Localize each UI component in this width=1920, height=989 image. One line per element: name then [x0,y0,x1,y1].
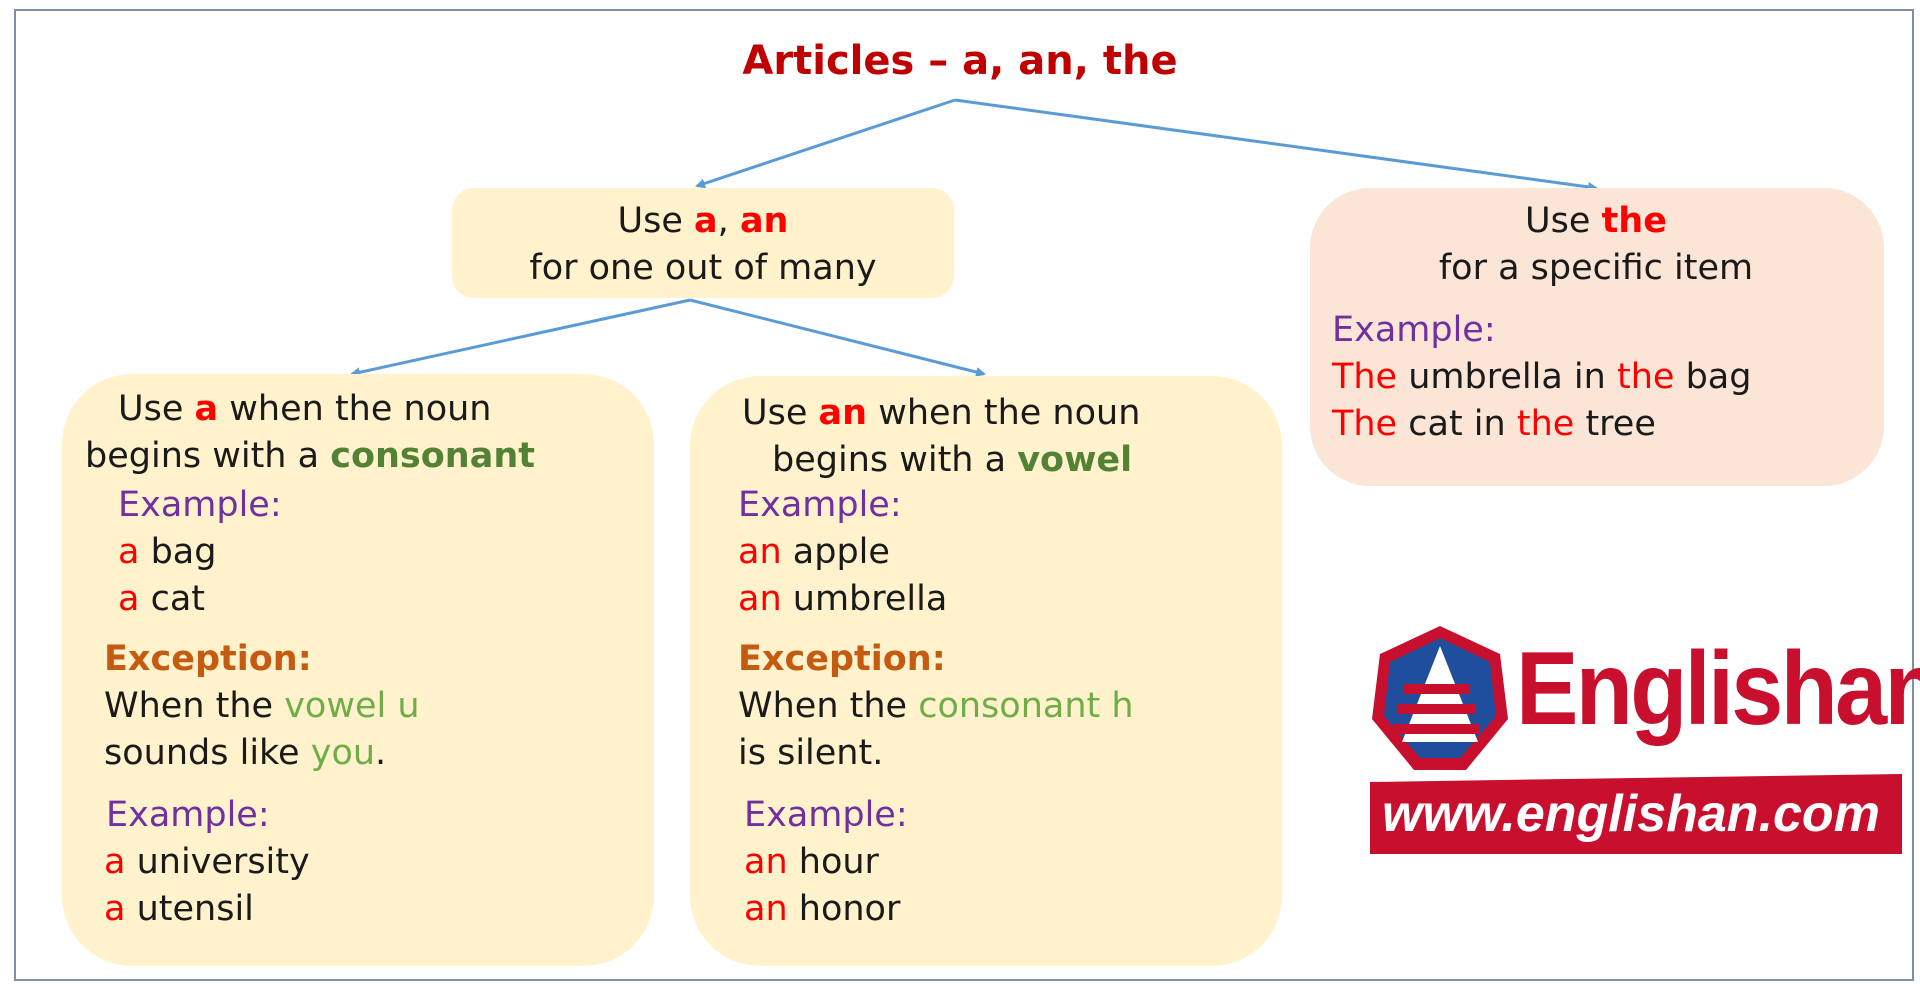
article-an: an [818,393,868,433]
arrow-to-a [350,298,691,378]
example-word: honor [798,889,901,929]
article-an: an [738,532,782,572]
logo-url: www.englishan.com [1382,785,1880,843]
article-an: an [739,201,789,241]
an-example-label: Example: [738,485,902,525]
article-a: a [104,842,126,882]
exception-text: When the [104,686,274,726]
arrow-to-an [689,298,986,377]
article-a: a [118,579,140,619]
article-a: a [104,889,126,929]
article-a: a [194,389,219,429]
the-example-2: The cat in the tree [1332,401,1860,448]
rule-text: begins with a [772,440,1007,480]
an-exception-label: Exception: [738,639,946,679]
an-exception-line-2: is silent. [738,733,884,773]
logo-wordmark: Englishan [1516,631,1920,747]
term-vowel-u: vowel u [284,686,420,726]
article-the: The [1332,356,1398,397]
example-word: umbrella [792,579,948,619]
article-an: an [738,579,782,619]
diagram-title: Articles – a, an, the [742,38,1178,84]
the-example-1: The umbrella in the bag [1332,354,1860,401]
article-the: the [1516,404,1575,444]
example-word: hour [798,842,879,882]
an-example-1: an apple [738,529,890,576]
example-text: umbrella in [1408,356,1606,397]
arrow-to-the [954,98,1598,192]
an-rule-line-2: begins with a vowel [772,437,1132,484]
article-the: the [1616,356,1675,397]
comma: , [717,201,729,241]
an-example2-2: an honor [744,886,900,933]
a-rule-line-1: Use a when the noun [118,386,491,433]
an-rule-line-1: Use an when the noun [742,390,1140,437]
article-an: an [744,889,788,929]
a-example-2: a cat [118,576,205,623]
a-an-rule-line-2: for one out of many [529,248,877,289]
term-you: you [310,733,376,773]
example-word: bag [150,532,217,572]
an-example-2: an umbrella [738,576,947,623]
arrow-to-a-an [695,98,956,189]
an-rule-box: Use an when the noun begins with a vowel… [690,376,1282,966]
example-text: tree [1585,404,1656,444]
a-rule-box: Use a when the noun begins with a conson… [62,374,654,966]
rule-text: when the noun [878,393,1141,433]
example-word: university [136,842,310,882]
a-example2-label: Example: [106,795,270,835]
rule-text: begins with a [85,436,320,476]
term-consonant-h: consonant h [918,686,1134,726]
use-word: Use [118,389,184,429]
example-word: apple [792,532,890,572]
a-rule-line-2: begins with a consonant [85,433,535,480]
a-example-label: Example: [118,485,282,525]
article-the: the [1601,201,1667,241]
a-an-rule-box: Use a, an for one out of many [452,188,954,298]
use-word: Use [617,201,683,241]
a-example2-1: a university [104,839,310,886]
rule-text: when the noun [229,389,492,429]
a-exception-line-1: When the vowel u [104,683,420,730]
exception-text: sounds like [104,733,300,773]
an-exception-line-1: When the consonant h [738,683,1134,730]
a-an-rule-line-1: Use a, an [452,198,954,245]
the-example-label: Example: [1332,309,1496,350]
an-example2-label: Example: [744,795,908,835]
term-vowel: vowel [1017,440,1133,480]
period: . [375,733,387,773]
use-word: Use [1525,201,1591,241]
the-rule-line-2: for a specific item [1438,248,1754,289]
exception-text: When the [738,686,908,726]
a-exception-label: Exception: [104,639,312,679]
term-consonant: consonant [330,436,535,476]
a-exception-line-2: sounds like you. [104,730,386,777]
article-a: a [694,201,718,241]
the-rule-box: Use the for a specific item Example: The… [1310,188,1884,486]
example-word: cat [150,579,206,619]
a-example2-2: a utensil [104,886,254,933]
the-rule-line-1: Use the [1332,198,1860,245]
use-word: Use [742,393,808,433]
logo-banner [1370,774,1902,854]
article-the: The [1332,404,1398,444]
article-an: an [744,842,788,882]
example-text: cat in [1408,404,1506,444]
englishan-logo: Englishan www.englishan.com [1368,624,1920,856]
diagram-frame [14,9,1914,981]
an-example2-1: an hour [744,839,879,886]
a-example-1: a bag [118,529,216,576]
example-word: utensil [136,889,254,929]
englishan-emblem-icon [1372,626,1508,770]
example-text: bag [1685,356,1752,397]
article-a: a [118,532,140,572]
